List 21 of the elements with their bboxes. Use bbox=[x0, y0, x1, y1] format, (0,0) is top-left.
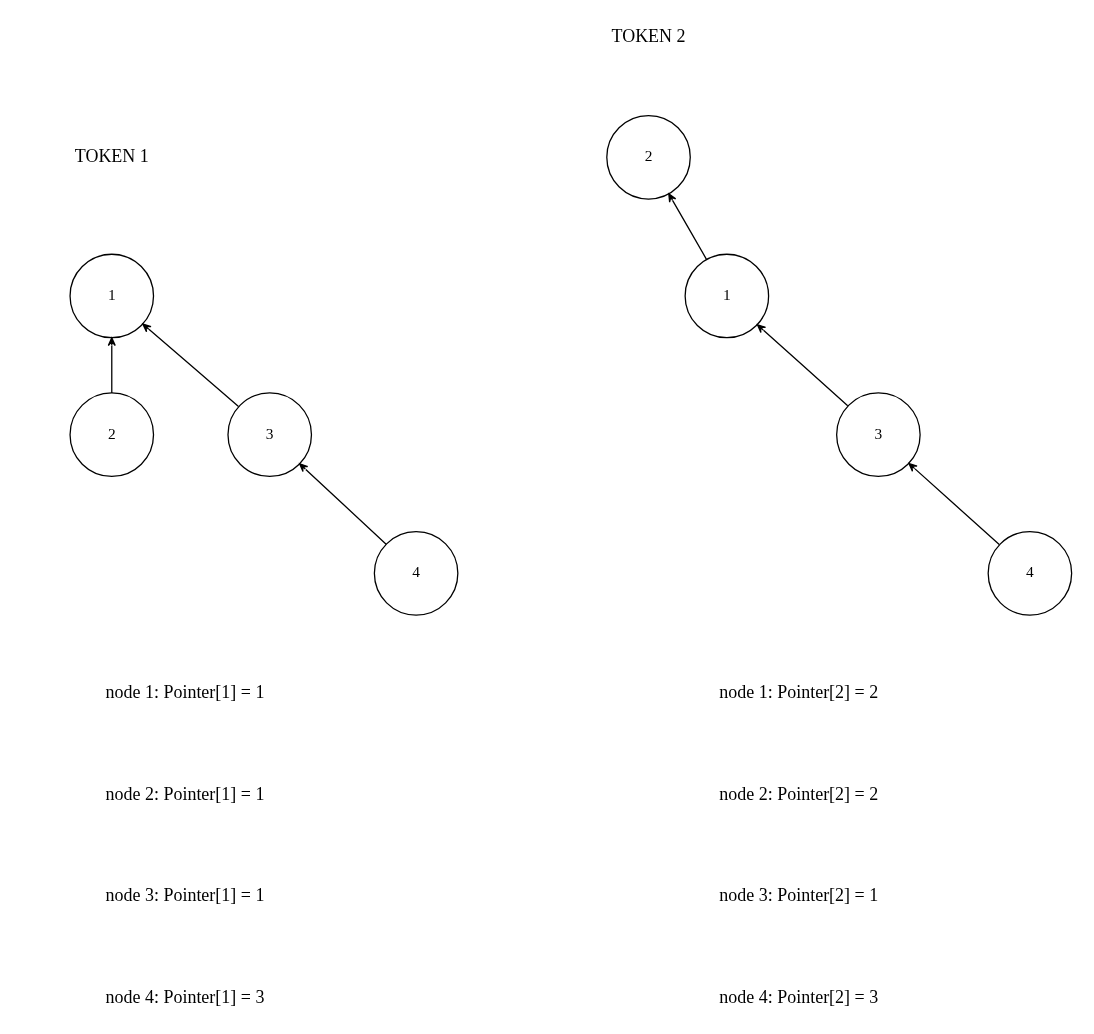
label: node 3: Pointer[2] = 1 bbox=[718, 884, 878, 905]
arrow bbox=[141, 323, 239, 407]
label: node 2: Pointer[2] = 2 bbox=[718, 783, 878, 804]
node-circle: 4 bbox=[373, 530, 458, 616]
node-circle: 4 bbox=[987, 530, 1072, 616]
label: TOKEN 2 bbox=[611, 25, 686, 46]
label: node 2: Pointer[1] = 1 bbox=[105, 783, 264, 804]
node-circle: 2 bbox=[605, 114, 691, 200]
label: node 4: Pointer[1] = 3 bbox=[105, 986, 264, 1006]
arrow bbox=[907, 462, 1000, 545]
label: node 1: Pointer[1] = 1 bbox=[105, 681, 264, 702]
label: node 4: Pointer[2] = 3 bbox=[718, 986, 878, 1006]
arrow bbox=[107, 336, 116, 394]
node-circle: 3 bbox=[226, 391, 312, 477]
arrow bbox=[667, 192, 707, 260]
label: node 1: Pointer[2] = 2 bbox=[718, 681, 878, 702]
label: TOKEN 1 bbox=[74, 145, 149, 166]
label: node 3: Pointer[1] = 1 bbox=[105, 884, 264, 905]
arrow bbox=[756, 323, 848, 406]
arrow bbox=[298, 462, 387, 545]
node-circle: 2 bbox=[68, 391, 154, 477]
